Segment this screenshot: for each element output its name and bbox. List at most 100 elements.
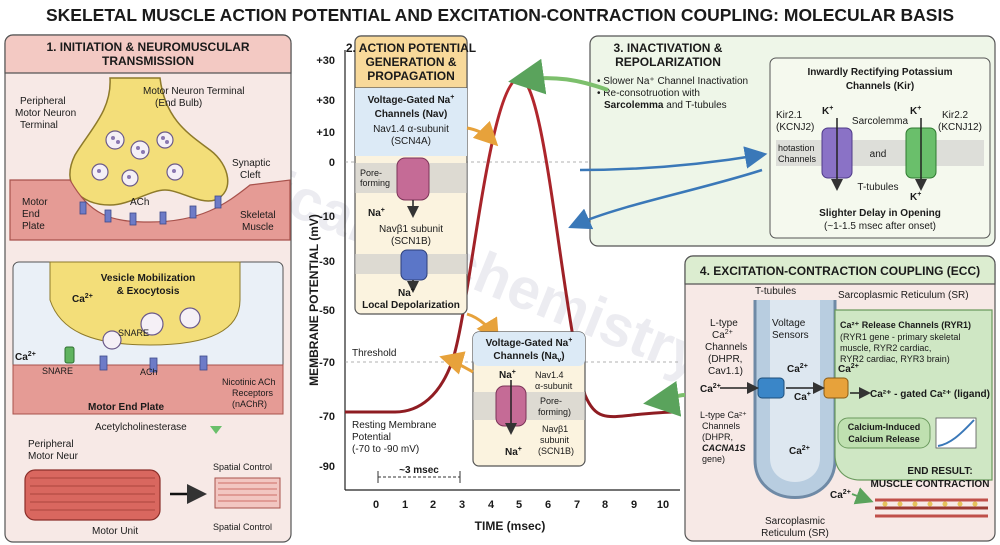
kir-sarcolemma-label: Sarcolemma — [852, 116, 909, 127]
inset-vesicles — [102, 307, 201, 350]
neuron-terminal-shape — [69, 77, 229, 206]
panel1-title-line2: TRANSMISSION — [102, 54, 194, 68]
cicr-graph-icon — [935, 417, 977, 449]
kir-membrane — [776, 140, 984, 166]
y-tick-4: 0 — [329, 157, 335, 169]
inset-snare-label-2: SNARE — [42, 366, 73, 376]
ryr-line-3: RYR2 cardiac, RYR3 brain) — [840, 354, 950, 364]
panel2-title-1: 2. ACTION POTENTIAL — [346, 41, 476, 55]
panel2b-beta-1: Navβ1 — [542, 424, 568, 434]
panel-ecc: 4. EXCITATION-CONTRACTION COUPLING (ECC)… — [643, 255, 996, 542]
beta-subunit-1: Navβ1 subunit — [379, 224, 443, 235]
voltage-sensors-1: Voltage — [772, 318, 806, 329]
main-title: SKELETAL MUSCLE ACTION POTENTIAL AND EXC… — [46, 5, 954, 25]
cicr-label-1: Calcium-Induced — [848, 422, 921, 432]
peripheral-label-3: Terminal — [20, 120, 58, 131]
spatial-control-fiber — [214, 477, 281, 509]
beta-subunit-2: (SCN1B) — [391, 236, 431, 247]
sr-bottom-label-2: Reticulum (SR) — [761, 528, 829, 539]
inset-snare-label-1: SNARE — [118, 328, 149, 338]
duration-label: ~3 msec — [399, 465, 439, 476]
panel2b-pore-1: Pore- — [540, 396, 562, 406]
panel3-title-1: 3. INACTIVATION & — [614, 41, 723, 55]
ache-label: Acetylcholinesterase — [95, 422, 187, 433]
x-tick-2: 2 — [430, 499, 436, 511]
na-label-1: Na+ — [368, 207, 385, 219]
y-tick-10: -90 — [319, 461, 335, 473]
panel2-title-3: PROPAGATION — [367, 69, 455, 83]
x-tick-3: 3 — [459, 499, 465, 511]
x-ticks: 0 1 2 3 4 5 6 7 8 9 10 — [373, 499, 669, 511]
x-tick-10: 10 — [657, 499, 669, 511]
resting-label-2: Potential — [352, 432, 391, 443]
ache-arrow-icon — [210, 426, 222, 434]
end-plate-label-2: End — [22, 209, 40, 220]
panel2b-alpha-1: Nav1.4 — [535, 370, 564, 380]
repolarization-arrow-1 — [579, 146, 768, 172]
ecc-ca-5: Ca2+ — [789, 445, 810, 457]
kir21-label-1: Kir2.1 — [776, 110, 803, 121]
y-tick-1: +30 — [316, 55, 335, 67]
panel2b-arrow — [439, 351, 474, 375]
ltype-label-1: L-type — [710, 318, 738, 329]
nachr-label-2: Receptors — [232, 388, 274, 398]
spatial-control-top: Spatial Control — [213, 462, 272, 472]
end-result-2: MUSCLE CONTRACTION — [871, 479, 990, 490]
skeletal-muscle-label-1: Skeletal — [240, 210, 276, 221]
resting-label-1: Resting Membrane — [352, 420, 437, 431]
synaptic-cleft-label-2: Cleft — [240, 170, 261, 181]
panel1-header — [4, 34, 292, 74]
lt2-label-5: gene) — [702, 454, 725, 464]
vg-title-1: Voltage-Gated Na+ — [368, 94, 455, 106]
motor-terminal-label-2: (End Bulb) — [155, 98, 202, 109]
panel-nav-detail: Voltage-Gated Na+ Channels (Nav) Na+ Na+… — [439, 331, 586, 467]
synaptic-cleft-label-1: Synaptic — [232, 158, 270, 169]
peripheral-label-2: Motor Neuron — [15, 108, 76, 119]
ecc-ca-6: Ca2+ — [830, 489, 851, 501]
lt2-label-1: L-type Ca²⁺ — [700, 410, 747, 420]
y-tick-3: +10 — [316, 127, 335, 139]
panel2b-alpha-2: α-subunit — [535, 381, 573, 391]
panel3-arrow — [508, 58, 609, 95]
x-tick-7: 7 — [574, 499, 580, 511]
y-tick-7: -50 — [319, 305, 335, 317]
panel2b-beta-2: subunit — [540, 435, 570, 445]
cicr-graph-curve — [937, 419, 975, 447]
lt2-label-2: Channels — [702, 421, 741, 431]
inset-ach-label: ACh — [140, 367, 158, 377]
panel3-bullet-2b: Sarcolemma and T-tubules — [604, 100, 727, 111]
pore-label-2: forming — [360, 178, 390, 188]
kir-k-bottom: K+ — [910, 191, 921, 203]
t-tubule-lumen — [770, 300, 820, 482]
kir-hot-label-1: hotastion — [778, 143, 815, 153]
inset-receptors — [99, 355, 208, 373]
panel2-arrow-top — [466, 120, 499, 147]
inset-title-1: Vesicle Mobilization — [101, 273, 195, 284]
panel2b-title-2: Channels (Nav) — [493, 351, 564, 364]
ltype-label-5: Cav1.1) — [708, 366, 743, 377]
na-label-2: Na+ — [398, 287, 415, 299]
x-tick-1: 1 — [402, 499, 408, 511]
alpha-subunit-1: Nav1.4 α-subunit — [373, 124, 449, 135]
motor-unit-label: Motor Unit — [92, 526, 138, 537]
panel-inactivation: 3. INACTIVATION & REPOLARIZATION • Slowe… — [508, 35, 996, 247]
ach-receptors — [79, 195, 222, 226]
kir-title-2: Channels (Kir) — [846, 81, 914, 92]
muscle-fiber — [9, 179, 291, 241]
panel2-header — [354, 35, 468, 89]
ltype-label-3: Channels — [705, 342, 747, 353]
alpha-subunit-2: (SCN4A) — [391, 136, 431, 147]
end-result-1: END RESULT: — [907, 466, 972, 477]
motor-unit-bundle — [24, 469, 161, 521]
kir-ttubules-label: T-tubules — [857, 182, 898, 193]
x-tick-4: 4 — [488, 499, 495, 511]
nav14-channel-icon — [396, 157, 430, 201]
panel2b-na-top: Na+ — [499, 369, 516, 381]
kir22-label-2: (KCNJ12) — [938, 122, 982, 133]
gated-label: Ca²⁺ - gated Ca²⁺ (ligand) — [870, 389, 990, 400]
kir-delay-1: Slighter Delay in Opening — [819, 208, 941, 219]
y-ticks: +30 +30 +10 0 -10 -30 -50 -70 -70 -90 — [316, 55, 335, 473]
x-tick-5: 5 — [516, 499, 522, 511]
